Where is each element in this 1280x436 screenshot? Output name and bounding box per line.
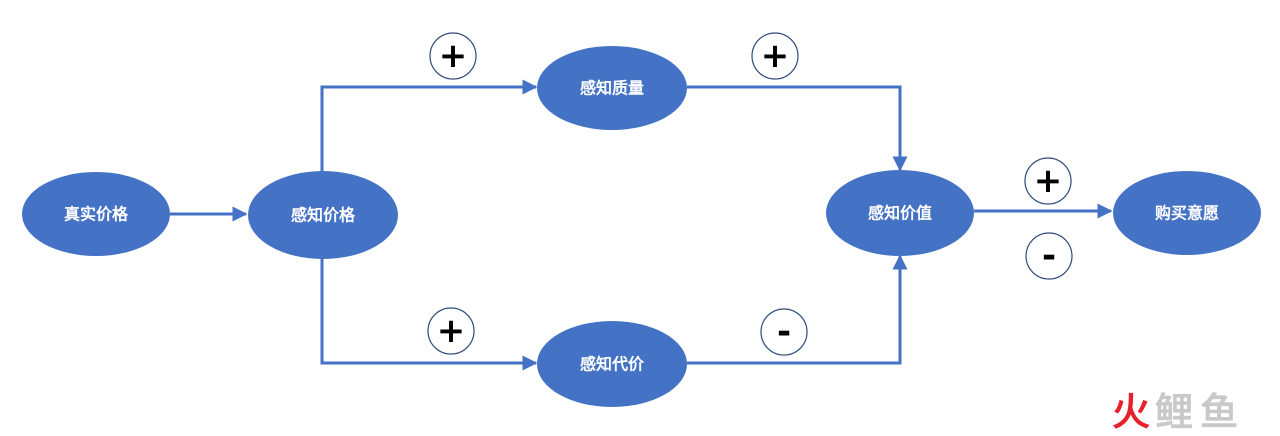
watermark-char-3: 鱼 [1200,390,1238,434]
sign-cost-to-value-text: - [777,312,791,352]
sign-value-to-intention-plus: + [1024,157,1072,205]
node-real-price: 真实价格 [22,172,170,256]
node-perceived-value-label: 感知价值 [868,204,932,223]
sign-quality-to-value: + [751,32,799,80]
edge-quality-to-value [687,85,908,172]
watermark-char-2: 鲤 [1155,390,1193,434]
node-purchase-intention-label: 购买意愿 [1155,204,1219,223]
edge-perceived-price-to-cost [320,258,538,371]
node-perceived-quality-label: 感知质量 [580,79,644,98]
node-real-price-label: 真实价格 [64,205,129,224]
sign-price-to-cost-text: + [437,311,466,351]
node-perceived-price: 感知价格 [248,171,398,259]
sign-value-to-intention-minus-text: - [1042,236,1056,276]
node-perceived-cost-label: 感知代价 [580,355,645,374]
sign-price-to-quality-text: + [439,36,468,76]
watermark-char-1: 火 [1112,390,1150,434]
sign-price-to-cost: + [427,307,475,355]
edge-perceived-price-to-quality [320,79,538,172]
node-perceived-quality: 感知质量 [537,46,687,130]
watermark-logo: 火 鲤 鱼 [1112,390,1238,434]
node-perceived-price-label: 感知价格 [291,206,356,225]
sign-value-to-intention-minus: - [1025,232,1073,280]
edge-cost-to-value [687,254,908,365]
node-perceived-value: 感知价值 [826,170,974,256]
sign-value-to-intention-plus-text: + [1034,161,1063,201]
node-purchase-intention: 购买意愿 [1113,171,1261,255]
sign-cost-to-value: - [760,308,808,356]
sign-quality-to-value-text: + [761,36,790,76]
sign-price-to-quality: + [429,32,477,80]
node-perceived-cost: 感知代价 [537,321,687,407]
